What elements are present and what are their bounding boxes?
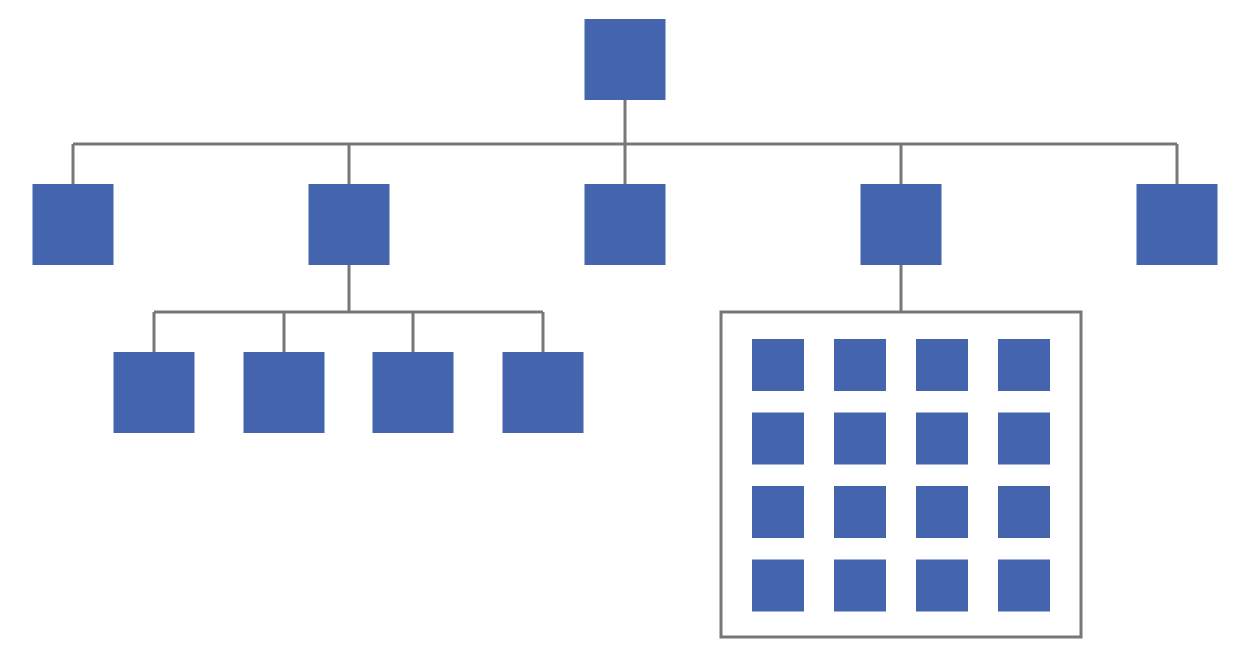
grid-node-r1-c3	[916, 339, 968, 391]
grid-node-r4-c1	[752, 559, 804, 612]
level2-node-1	[113, 352, 195, 433]
grid-node-r2-c2	[834, 412, 886, 465]
grid-node-r3-c2	[834, 486, 886, 538]
level2-node-2	[243, 352, 325, 433]
grid-node-r1-c4	[998, 339, 1050, 391]
level1-node-2	[308, 184, 390, 265]
grid-node-r4-c3	[916, 559, 968, 612]
level1-node-1	[32, 184, 114, 265]
grid-node-r3-c3	[916, 486, 968, 538]
level1-node-5	[1136, 184, 1218, 265]
grid-node-r4-c4	[998, 559, 1050, 612]
level1-node-4	[860, 184, 942, 265]
grid-node-r3-c4	[998, 486, 1050, 538]
grid-node-r3-c1	[752, 486, 804, 538]
grid-node-r2-c4	[998, 412, 1050, 465]
level2-node-3	[372, 352, 454, 433]
connectors	[71, 100, 1179, 352]
grid-node-r1-c1	[752, 339, 804, 391]
root-node	[584, 19, 666, 100]
grid-node-r1-c2	[834, 339, 886, 391]
grid-node-r4-c2	[834, 559, 886, 612]
nodes	[32, 19, 1218, 612]
level2-node-4	[502, 352, 584, 433]
level1-node-3	[584, 184, 666, 265]
grid-node-r2-c1	[752, 412, 804, 465]
grid-node-r2-c3	[916, 412, 968, 465]
